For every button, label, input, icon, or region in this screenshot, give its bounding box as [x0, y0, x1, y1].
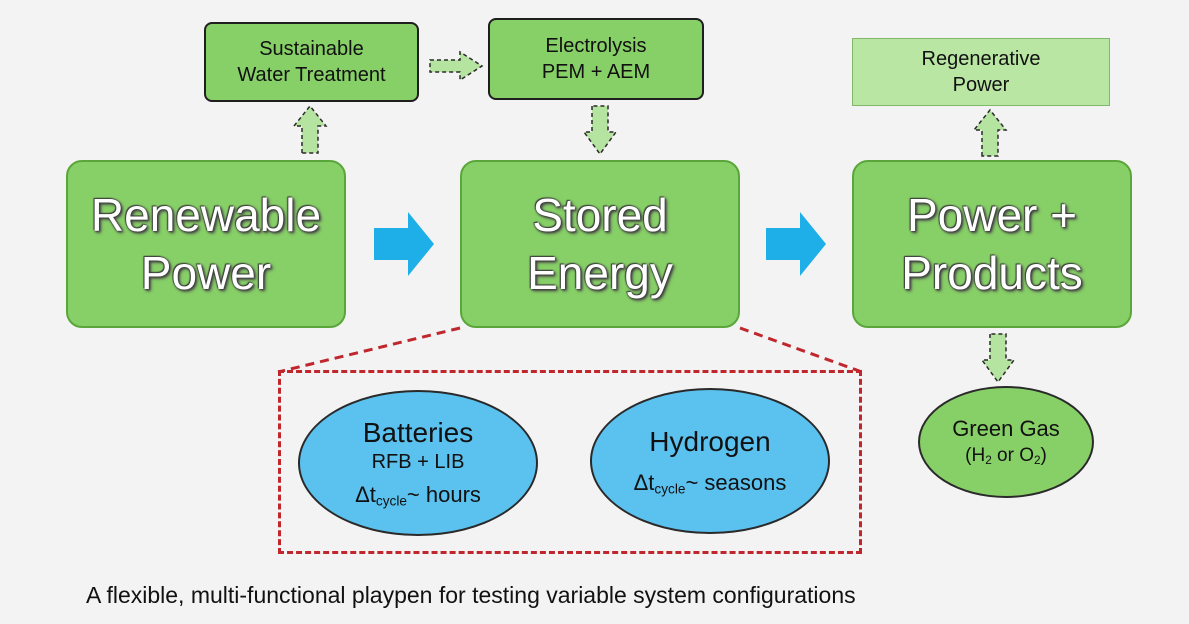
green-gas-o-sub: 2 [1033, 453, 1041, 467]
batteries-ellipse: Batteries RFB + LIB Δtcycle~ hours [298, 390, 538, 536]
storage-options-dashed-box [278, 370, 862, 554]
power-products-line2: Products [901, 247, 1083, 299]
renewable-line1: Renewable [90, 189, 322, 241]
stored-line2: Energy [527, 247, 673, 299]
green-arrow-water-to-electrolysis [429, 50, 484, 82]
green-gas-close: ) [1040, 445, 1047, 466]
blue-arrow-stored-to-products [766, 212, 826, 276]
red-dash-connector-right [739, 326, 863, 374]
green-gas-open: (H [965, 445, 986, 466]
power-products-line1: Power + [906, 189, 1078, 241]
batteries-cycle-sub: cycle [375, 493, 407, 509]
green-arrow-products-to-regenerative [972, 108, 1008, 157]
hydrogen-delta: Δt [633, 470, 655, 495]
green-arrow-electrolysis-to-stored [582, 105, 618, 156]
blue-arrow-renewable-to-stored [374, 212, 434, 276]
water-treatment-box: Sustainable Water Treatment [204, 22, 419, 102]
caption: A flexible, multi-functional playpen for… [86, 582, 856, 608]
red-dash-connector-left [277, 326, 461, 374]
batteries-delta: Δt [355, 482, 376, 507]
stored-energy-box: Stored Energy [460, 160, 740, 328]
water-treatment-line2: Water Treatment [237, 64, 386, 86]
regenerative-line1: Regenerative [921, 48, 1041, 70]
green-gas-title: Green Gas [952, 416, 1060, 441]
water-treatment-line1: Sustainable [259, 38, 364, 60]
green-gas-h-sub: 2 [985, 453, 992, 467]
hydrogen-title: Hydrogen [649, 426, 771, 457]
electrolysis-line1: Electrolysis [545, 35, 647, 57]
green-gas-mid: or O [991, 445, 1034, 466]
hydrogen-cycle-sub: cycle [654, 481, 686, 497]
batteries-title: Batteries [362, 417, 474, 448]
green-gas-formula: (H2 or O2) [965, 443, 1047, 469]
regenerative-power-box: Regenerative Power [852, 38, 1110, 106]
batteries-cycle-time: Δtcycle~ hours [355, 481, 481, 509]
batteries-tail: ~ hours [406, 482, 481, 507]
regenerative-line2: Power [952, 74, 1010, 96]
stored-line1: Stored [532, 189, 668, 241]
green-arrow-products-to-greengas [980, 333, 1016, 384]
power-products-box: Power + Products [852, 160, 1132, 328]
hydrogen-ellipse: Hydrogen Δtcycle~ seasons [590, 388, 830, 534]
electrolysis-box: Electrolysis PEM + AEM [488, 18, 704, 100]
electrolysis-line2: PEM + AEM [541, 61, 651, 83]
hydrogen-cycle-time: Δtcycle~ seasons [634, 469, 787, 497]
hydrogen-tail: ~ seasons [685, 470, 787, 495]
green-arrow-renewable-to-water [292, 104, 328, 154]
renewable-power-box: Renewable Power [66, 160, 346, 328]
green-gas-ellipse: Green Gas (H2 or O2) [918, 386, 1094, 498]
renewable-line2: Power [140, 247, 272, 299]
batteries-subtitle: RFB + LIB [371, 451, 465, 473]
